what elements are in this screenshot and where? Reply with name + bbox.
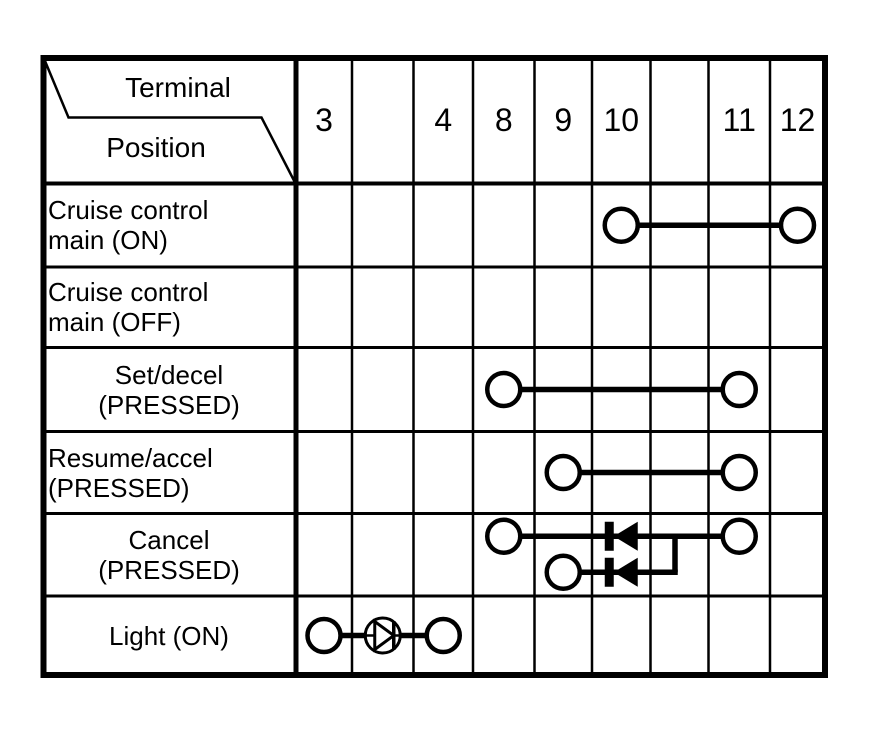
diagonal-line	[43, 60, 296, 183]
contact-circle	[424, 616, 462, 655]
terminal-column-header: 8	[494, 102, 513, 138]
terminal-column-header	[651, 58, 709, 183]
row-label-cruise-control-main-off: Cruise control main (OFF)	[48, 277, 209, 338]
contact-circle	[544, 553, 582, 591]
contact-circle	[720, 453, 758, 492]
header-position-label: Position	[106, 132, 206, 163]
header-terminal-label: Terminal	[125, 72, 231, 103]
connection-cancel-pressed	[485, 517, 758, 591]
connection-resume-accel-pressed	[544, 453, 758, 492]
terminal-column-header: 12	[779, 102, 816, 138]
contact-circle	[778, 206, 817, 244]
row-label-resume-accel-pressed: Resume/accel (PRESSED)	[48, 442, 213, 503]
contact-circle	[305, 616, 343, 655]
circled-diode-icon	[363, 616, 402, 655]
contact-circle	[720, 370, 758, 409]
row-label-set-decel-pressed: Set/decel (PRESSED)	[98, 359, 240, 420]
diode-icon	[604, 557, 638, 587]
grid-lines	[40, 55, 828, 678]
diode-icon	[604, 521, 638, 551]
row-label-light-on: Light (ON)	[109, 620, 229, 651]
terminal-column-header	[352, 58, 414, 183]
terminal-column-header: 4	[434, 102, 453, 138]
connection-cruise-control-main-on	[602, 206, 817, 244]
row-label-cruise-control-main-on: Cruise control main (ON)	[48, 195, 209, 256]
terminal-column-header: 9	[554, 102, 573, 138]
contact-circle	[602, 206, 640, 244]
table-outer-border	[40, 55, 828, 678]
terminal-column-header: 3	[315, 102, 333, 138]
terminal-column-header: 11	[722, 102, 756, 138]
row-label-cancel-pressed: Cancel (PRESSED)	[98, 524, 240, 585]
header-diagonal-divider	[43, 60, 296, 183]
contact-circle	[485, 517, 523, 555]
contact-circle	[544, 453, 582, 492]
contact-circle	[485, 370, 523, 409]
terminal-column-header: 10	[603, 102, 640, 138]
connection-set-decel-pressed	[485, 370, 758, 409]
connections-layer	[305, 206, 817, 655]
connection-light-on	[305, 616, 462, 655]
contact-circle	[720, 517, 758, 555]
